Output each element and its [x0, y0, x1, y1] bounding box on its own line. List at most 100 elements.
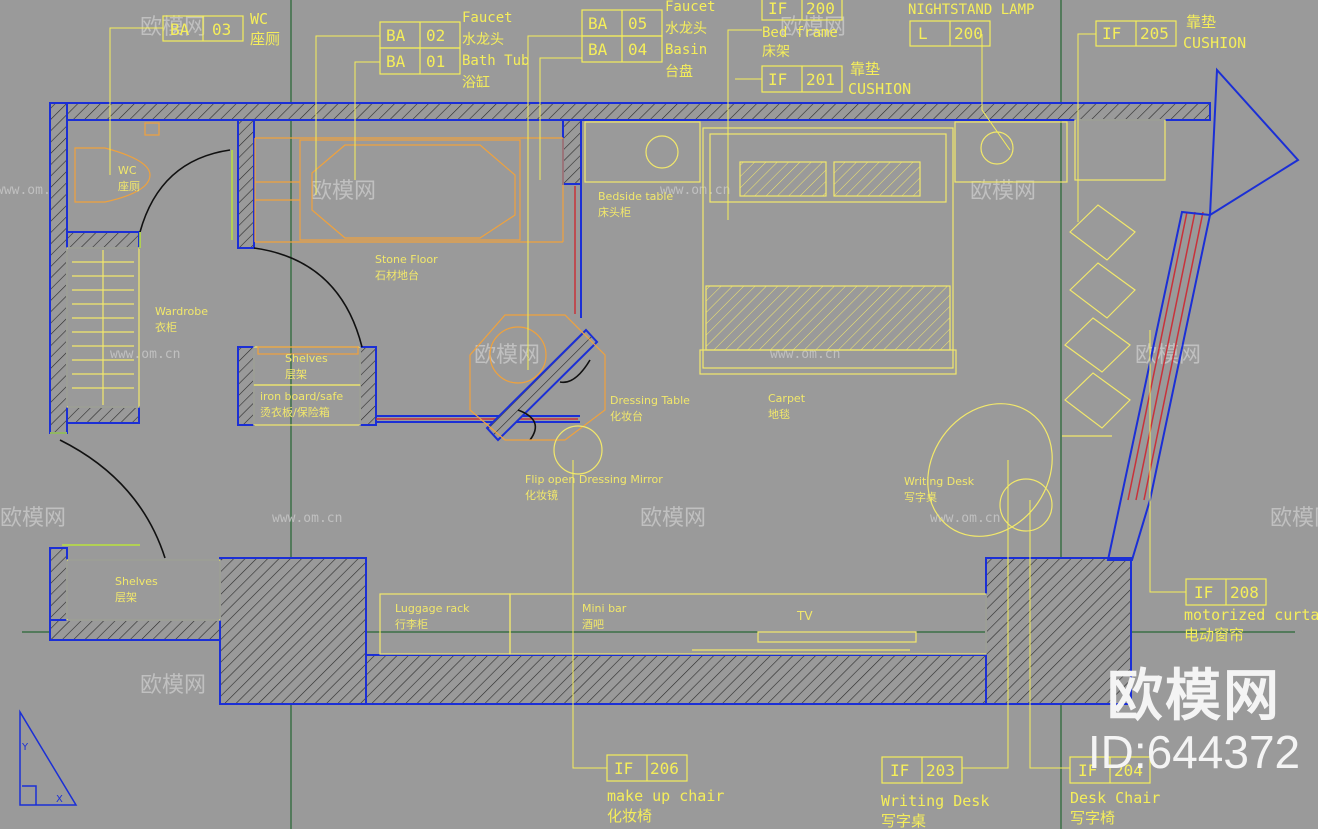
svg-text:IF: IF: [768, 70, 787, 89]
svg-text:地毯: 地毯: [768, 407, 790, 421]
svg-text:电动窗帘: 电动窗帘: [1184, 626, 1244, 644]
svg-text:化妆镜: 化妆镜: [525, 488, 558, 502]
svg-text:欧模网: 欧模网: [474, 343, 540, 368]
svg-text:Basin: Basin: [665, 42, 707, 58]
svg-text:BA: BA: [170, 20, 190, 39]
svg-text:欧模网: 欧模网: [970, 179, 1036, 204]
svg-text:Flip open Dressing Mirror: Flip open Dressing Mirror: [525, 473, 663, 486]
svg-text:台盘: 台盘: [665, 63, 693, 80]
svg-text:床架: 床架: [762, 44, 790, 60]
svg-text:NIGHTSTAND LAMP: NIGHTSTAND LAMP: [908, 2, 1034, 18]
north-arrow-icon: Y X: [19, 709, 78, 806]
svg-text:IF: IF: [890, 761, 909, 780]
svg-text:206: 206: [650, 759, 679, 778]
svg-text:200: 200: [806, 0, 835, 18]
svg-text:浴缸: 浴缸: [462, 74, 490, 91]
svg-text:IF: IF: [1078, 761, 1097, 780]
room-labels: WC 座厕 Wardrobe 衣柜 Shelves 层架 iron board/…: [115, 164, 975, 631]
svg-text:写字桌: 写字桌: [904, 490, 937, 504]
svg-text:IF: IF: [1102, 24, 1121, 43]
svg-text:www.om.cn: www.om.cn: [770, 347, 840, 362]
svg-text:欧模网: 欧模网: [640, 506, 706, 531]
door-swings: [59, 149, 591, 559]
svg-text:Mini bar: Mini bar: [582, 602, 627, 615]
svg-text:Shelves: Shelves: [285, 352, 328, 365]
svg-text:BA: BA: [588, 14, 608, 33]
svg-text:Desk Chair: Desk Chair: [1070, 789, 1160, 807]
svg-text:www.om.cn: www.om.cn: [272, 511, 342, 526]
svg-text:衣柜: 衣柜: [155, 320, 177, 334]
svg-text:BA: BA: [386, 26, 406, 45]
svg-text:CUSHION: CUSHION: [1183, 34, 1246, 52]
svg-text:座厕: 座厕: [250, 30, 280, 48]
brand-logo: 欧模网 ID:644372: [1084, 664, 1304, 778]
svg-text:Luggage rack: Luggage rack: [395, 602, 470, 615]
svg-text:205: 205: [1140, 24, 1169, 43]
svg-text:www.om.cn: www.om.cn: [660, 183, 730, 198]
svg-text:03: 03: [212, 20, 231, 39]
svg-text:水龙头: 水龙头: [665, 21, 707, 37]
svg-text:层架: 层架: [115, 591, 137, 604]
svg-text:L: L: [918, 24, 928, 43]
svg-text:02: 02: [426, 26, 445, 45]
svg-text:Bed frame: Bed frame: [762, 25, 838, 41]
svg-text:Dressing Table: Dressing Table: [610, 394, 690, 407]
svg-text:层架: 层架: [285, 368, 307, 381]
svg-text:IF: IF: [1194, 583, 1213, 602]
svg-text:iron board/safe: iron board/safe: [260, 390, 343, 403]
svg-text:204: 204: [1114, 761, 1143, 780]
model-id: ID:644372: [1087, 726, 1301, 778]
svg-text:化妆椅: 化妆椅: [607, 807, 652, 825]
svg-text:IF: IF: [768, 0, 787, 18]
svg-text:WC: WC: [118, 164, 137, 177]
furniture: [50, 119, 1166, 655]
svg-text:Carpet: Carpet: [768, 392, 806, 405]
svg-text:203: 203: [926, 761, 955, 780]
svg-text:Bath Tub: Bath Tub: [462, 53, 529, 69]
svg-text:床头柜: 床头柜: [598, 205, 631, 219]
svg-text:motorized curtain: motorized curtain: [1184, 606, 1318, 624]
svg-text:X: X: [56, 794, 63, 805]
svg-text:Faucet: Faucet: [462, 10, 513, 26]
svg-text:座厕: 座厕: [118, 179, 140, 193]
svg-text:BA: BA: [588, 40, 608, 59]
svg-text:01: 01: [426, 52, 445, 71]
svg-text:靠垫: 靠垫: [850, 60, 880, 78]
svg-text:WC: WC: [250, 10, 268, 28]
dressing-partition: [485, 328, 599, 442]
svg-text:欧模网: 欧模网: [310, 179, 376, 204]
svg-text:05: 05: [628, 14, 647, 33]
svg-text:Writing Desk: Writing Desk: [881, 792, 989, 810]
svg-text:欧模网: 欧模网: [1270, 506, 1318, 531]
svg-text:208: 208: [1230, 583, 1259, 602]
svg-text:写字桌: 写字桌: [881, 812, 926, 829]
brand-name: 欧模网: [1107, 664, 1281, 729]
svg-text:水龙头: 水龙头: [462, 32, 504, 48]
svg-text:石材地台: 石材地台: [375, 268, 419, 282]
svg-text:Writing Desk: Writing Desk: [904, 475, 975, 488]
callout-tags: [162, 0, 1267, 784]
svg-text:化妆台: 化妆台: [610, 409, 643, 423]
svg-text:make up chair: make up chair: [607, 787, 724, 805]
svg-text:TV: TV: [796, 609, 813, 623]
svg-text:BA: BA: [386, 52, 406, 71]
svg-text:IF: IF: [614, 759, 633, 778]
callout-tag-text: BA 03 WC 座厕 BA 02 BA 01 Faucet 水龙头 Bath Tub…: [170, 0, 1318, 829]
svg-text:写字椅: 写字椅: [1070, 809, 1115, 827]
svg-text:烫衣板/保险箱: 烫衣板/保险箱: [260, 405, 330, 419]
svg-text:行李柜: 行李柜: [395, 617, 428, 631]
svg-text:www.om.cn: www.om.cn: [110, 347, 180, 362]
svg-text:Shelves: Shelves: [115, 575, 158, 588]
svg-text:酒吧: 酒吧: [582, 618, 604, 631]
svg-text:Wardrobe: Wardrobe: [155, 305, 208, 318]
svg-text:欧模网: 欧模网: [0, 506, 66, 531]
svg-text:Bedside table: Bedside table: [598, 190, 673, 203]
window-wall: [1106, 210, 1212, 561]
svg-text:CUSHION: CUSHION: [848, 80, 911, 98]
svg-text:Faucet: Faucet: [665, 0, 716, 15]
svg-text:Stone Floor: Stone Floor: [375, 253, 438, 266]
window-bay: [1208, 67, 1300, 217]
svg-text:04: 04: [628, 40, 647, 59]
leader-lines: [109, 27, 1186, 769]
svg-text:欧模网: 欧模网: [140, 673, 206, 698]
